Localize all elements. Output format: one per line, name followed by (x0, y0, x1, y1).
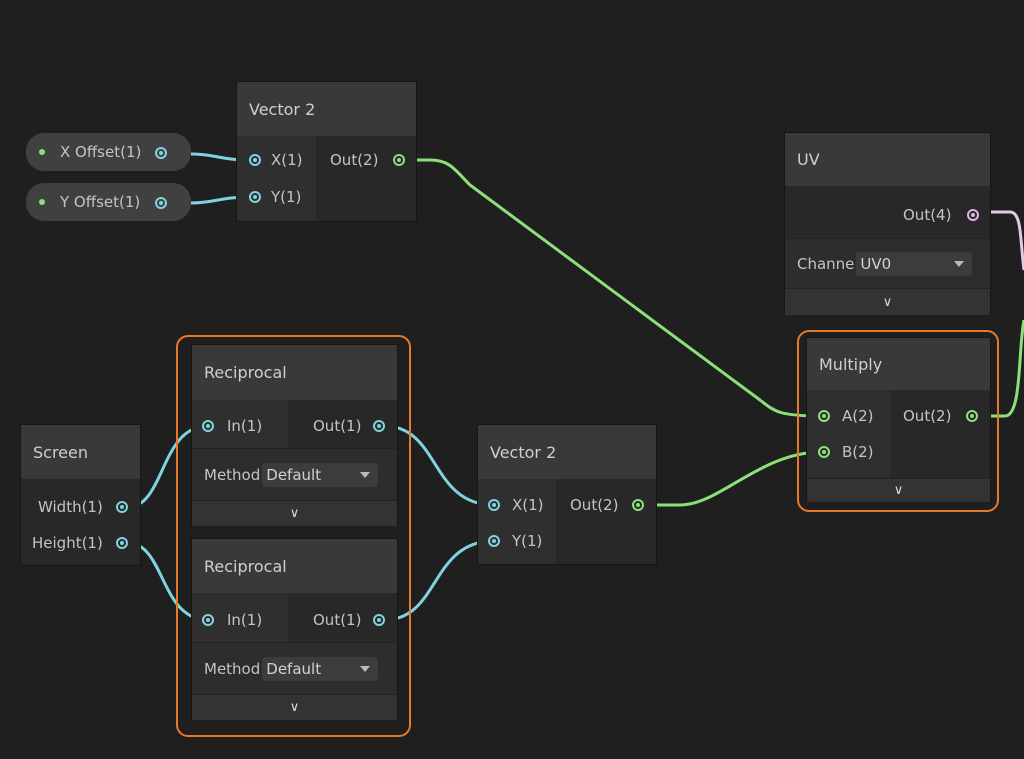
output-port-icon[interactable] (393, 154, 405, 166)
output-label: Out(2) (903, 407, 952, 425)
property-y-offset[interactable]: Y Offset(1) (26, 183, 191, 221)
channel-label: Channe (797, 254, 855, 273)
dropdown-arrow-icon (360, 471, 371, 478)
selection-outline (176, 335, 411, 737)
output-port-icon[interactable] (373, 614, 385, 626)
property-label: X Offset(1) (60, 143, 142, 161)
channel-dropdown[interactable]: UV0 (856, 251, 973, 276)
node-uv[interactable]: UV Out(4) Channe UV0 ∨ (785, 133, 990, 315)
node-reciprocal-2[interactable]: Reciprocal In(1) Out(1) Method Default ∨ (192, 539, 397, 720)
collapse-button[interactable]: ∨ (807, 478, 990, 502)
selection-outline (797, 330, 999, 512)
method-label: Method (204, 659, 261, 678)
output-label: Out(2) (570, 496, 619, 514)
output-port-icon[interactable] (116, 501, 128, 513)
input-label: X(1) (512, 496, 544, 514)
property-dot-icon (39, 199, 45, 205)
output-label: Out(1) (313, 417, 362, 435)
input-port-icon[interactable] (818, 446, 830, 458)
node-multiply[interactable]: Multiply A(2) B(2) Out(2) ∨ (807, 338, 990, 502)
wire-vector2-to-multiply-a[interactable] (404, 158, 823, 418)
property-dot-icon (39, 149, 45, 155)
node-title: UV (785, 133, 990, 186)
output-port-icon[interactable] (967, 209, 979, 221)
collapse-button[interactable]: ∨ (785, 288, 990, 315)
input-port-icon[interactable] (818, 410, 830, 422)
method-dropdown[interactable]: Default (262, 656, 379, 681)
wire-reciprocal1-to-vector2-x[interactable] (383, 424, 495, 507)
output-port-icon[interactable] (155, 197, 167, 209)
node-vector2-top[interactable]: Vector 2 X(1) Y(1) Out(2) (237, 82, 416, 221)
dropdown-arrow-icon (954, 260, 965, 267)
output-label: Out(4) (903, 206, 952, 224)
method-value: Default (266, 465, 322, 484)
node-title: Multiply (807, 338, 990, 390)
output-port-icon[interactable] (632, 499, 644, 511)
wire-multiply-out[interactable] (977, 319, 1024, 418)
output-port-icon[interactable] (373, 420, 385, 432)
collapse-button[interactable]: ∨ (192, 694, 397, 720)
input-label: In(1) (227, 417, 263, 435)
method-value: Default (266, 659, 322, 678)
output-port-icon[interactable] (966, 410, 978, 422)
property-label: Y Offset(1) (60, 193, 141, 211)
input-label: Y(1) (271, 188, 302, 206)
node-title: Reciprocal (192, 345, 397, 400)
input-port-icon[interactable] (202, 614, 214, 626)
output-port-icon[interactable] (155, 147, 167, 159)
output-label: Out(1) (313, 611, 362, 629)
output-label: Height(1) (32, 534, 103, 552)
output-label: Out(2) (330, 151, 379, 169)
chevron-down-icon: ∨ (893, 483, 904, 498)
method-label: Method (204, 465, 261, 484)
node-vector2-bottom[interactable]: Vector 2 X(1) Y(1) Out(2) (478, 425, 656, 564)
chevron-down-icon: ∨ (882, 294, 893, 310)
input-label: A(2) (842, 407, 874, 425)
input-port-icon[interactable] (488, 499, 500, 511)
input-label: Y(1) (512, 532, 543, 550)
node-screen[interactable]: Screen Width(1) Height(1) (21, 425, 140, 565)
output-label: Width(1) (38, 498, 103, 516)
input-port-icon[interactable] (202, 420, 214, 432)
wire-vector2-to-multiply-b[interactable] (643, 450, 823, 507)
output-port-icon[interactable] (116, 537, 128, 549)
chevron-down-icon: ∨ (289, 700, 300, 715)
node-title: Reciprocal (192, 539, 397, 593)
collapse-button[interactable]: ∨ (192, 500, 397, 526)
input-port-icon[interactable] (488, 535, 500, 547)
node-title: Vector 2 (237, 82, 416, 136)
chevron-down-icon: ∨ (289, 506, 300, 521)
dropdown-arrow-icon (360, 665, 371, 672)
wire-reciprocal2-to-vector2-y[interactable] (383, 539, 495, 622)
node-reciprocal-1[interactable]: Reciprocal In(1) Out(1) Method Default ∨ (192, 345, 397, 526)
input-port-icon[interactable] (249, 154, 261, 166)
input-label: In(1) (227, 611, 263, 629)
method-dropdown[interactable]: Default (262, 462, 379, 487)
input-label: B(2) (842, 443, 874, 461)
input-label: X(1) (271, 151, 303, 169)
node-title: Vector 2 (478, 425, 656, 479)
input-port-icon[interactable] (249, 191, 261, 203)
property-x-offset[interactable]: X Offset(1) (26, 133, 191, 171)
node-title: Screen (21, 425, 140, 479)
wire-uv-out[interactable] (977, 210, 1024, 271)
channel-value: UV0 (860, 254, 892, 273)
